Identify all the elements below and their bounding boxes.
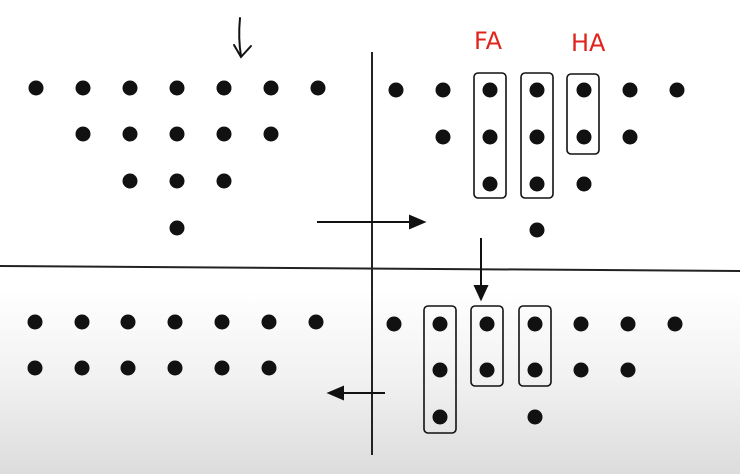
- dot: [482, 82, 498, 98]
- dot: [388, 82, 404, 98]
- dot: [169, 220, 185, 236]
- dot: [573, 316, 589, 332]
- dot: [27, 360, 43, 376]
- fa-box-top-1: [473, 72, 507, 199]
- fa-box-top-2: [520, 72, 554, 199]
- adder-boxes: [423, 72, 600, 434]
- dot: [169, 80, 185, 96]
- ha-box-top: [566, 73, 600, 155]
- dot: [169, 126, 185, 142]
- ha-label: HA: [571, 29, 606, 57]
- dot: [122, 173, 138, 189]
- dot: [573, 362, 589, 378]
- dot: [482, 129, 498, 145]
- dot: [576, 129, 592, 145]
- ha-box-bottom-1: [470, 305, 504, 387]
- dot: [261, 314, 277, 330]
- down-arrow-icon: [233, 17, 252, 59]
- dot: [432, 409, 448, 425]
- dot: [529, 82, 545, 98]
- dot: [122, 80, 138, 96]
- down-arrow-icon: [473, 238, 489, 302]
- dot: [479, 316, 495, 332]
- dot: [435, 129, 451, 145]
- dot: [74, 314, 90, 330]
- dot: [216, 80, 232, 96]
- dot: [169, 173, 185, 189]
- dot: [620, 362, 636, 378]
- dot: [576, 176, 592, 192]
- horizontal-divider: [0, 265, 740, 272]
- dot: [386, 316, 402, 332]
- dot: [263, 80, 279, 96]
- dot: [529, 129, 545, 145]
- dot: [308, 314, 324, 330]
- dot: [620, 316, 636, 332]
- dot: [669, 82, 685, 98]
- dot: [122, 126, 138, 142]
- dot: [527, 316, 543, 332]
- dot: [527, 409, 543, 425]
- dot: [576, 82, 592, 98]
- dot: [527, 362, 543, 378]
- dot: [263, 126, 279, 142]
- dot: [529, 176, 545, 192]
- right-arrow-icon: [317, 214, 427, 230]
- dot: [216, 126, 232, 142]
- dot: [432, 362, 448, 378]
- dot: [27, 314, 43, 330]
- fa-label: FA: [474, 27, 503, 55]
- dot: [482, 176, 498, 192]
- ha-box-bottom-2: [518, 305, 552, 387]
- dot: [667, 316, 683, 332]
- dot: [120, 360, 136, 376]
- left-arrow-icon: [326, 385, 385, 401]
- dot: [261, 360, 277, 376]
- dot: [622, 82, 638, 98]
- dot: [216, 173, 232, 189]
- dot: [167, 314, 183, 330]
- dot: [214, 314, 230, 330]
- dot: [167, 360, 183, 376]
- dot: [529, 222, 545, 238]
- dot: [479, 362, 495, 378]
- dot: [75, 126, 91, 142]
- dot: [435, 82, 451, 98]
- dot: [622, 129, 638, 145]
- dot: [214, 360, 230, 376]
- dot: [75, 80, 91, 96]
- fa-box-bottom: [423, 305, 457, 434]
- dot: [28, 80, 44, 96]
- dot: [120, 314, 136, 330]
- dot: [432, 316, 448, 332]
- dot-grid: [27, 80, 685, 425]
- dot: [310, 80, 326, 96]
- dot: [74, 360, 90, 376]
